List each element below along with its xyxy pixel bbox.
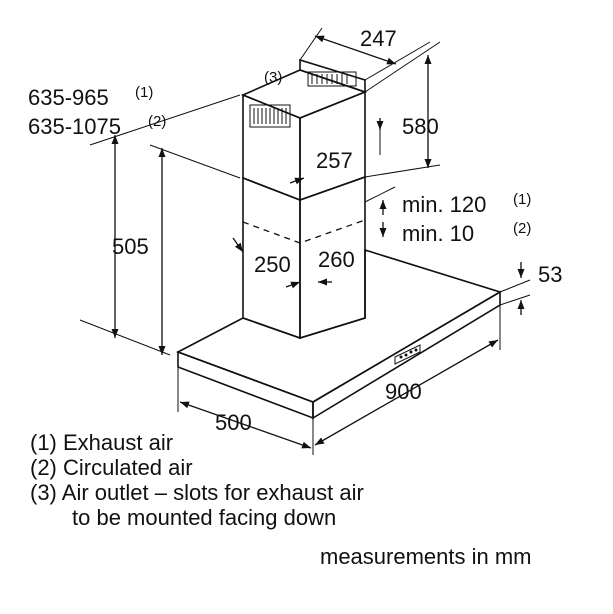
dim-500: 500: [215, 410, 252, 435]
dim-min-120-note: (1): [513, 191, 531, 208]
dim-257: 257: [316, 148, 353, 173]
dim-outlet-note: (3): [264, 69, 282, 86]
upper-duct: [242, 93, 301, 202]
dim-total-height-circ: 635-1075: [28, 114, 121, 139]
dim-min-10-note: (2): [513, 220, 531, 237]
dim-900: 900: [385, 379, 422, 404]
legend: (1) Exhaust air (2) Circulated air (3) A…: [30, 430, 364, 530]
units-note: measurements in mm: [320, 544, 532, 569]
legend-item-outlet-cont: to be mounted facing down: [72, 505, 337, 530]
air-outlet-slots: [249, 71, 357, 128]
dim-53: 53: [538, 262, 562, 287]
canopy-top: [176, 248, 502, 403]
dim-580: 580: [402, 114, 439, 139]
dim-min-120: min. 120: [402, 192, 486, 217]
dim-total-height-circ-note: (2): [148, 113, 166, 130]
legend-item-circulated: (2) Circulated air: [30, 455, 193, 480]
dimension-lines: [79, 27, 531, 455]
dim-total-height-exhaust: 635-965: [28, 85, 109, 110]
dim-247: 247: [360, 26, 397, 51]
dim-505: 505: [112, 234, 149, 259]
dimension-labels: 247 (3) 635-965 (1) 635-1075 (2) 580 257…: [28, 26, 562, 435]
legend-item-outlet: (3) Air outlet – slots for exhaust air: [30, 480, 364, 505]
dim-total-height-exhaust-note: (1): [135, 84, 153, 101]
duct-overlap-line: [242, 219, 366, 244]
upper-duct-right-face: [299, 90, 366, 202]
dim-250: 250: [254, 252, 291, 277]
legend-item-exhaust: (1) Exhaust air: [30, 430, 174, 455]
dim-260: 260: [318, 247, 355, 272]
dim-min-10: min. 10: [402, 221, 474, 246]
